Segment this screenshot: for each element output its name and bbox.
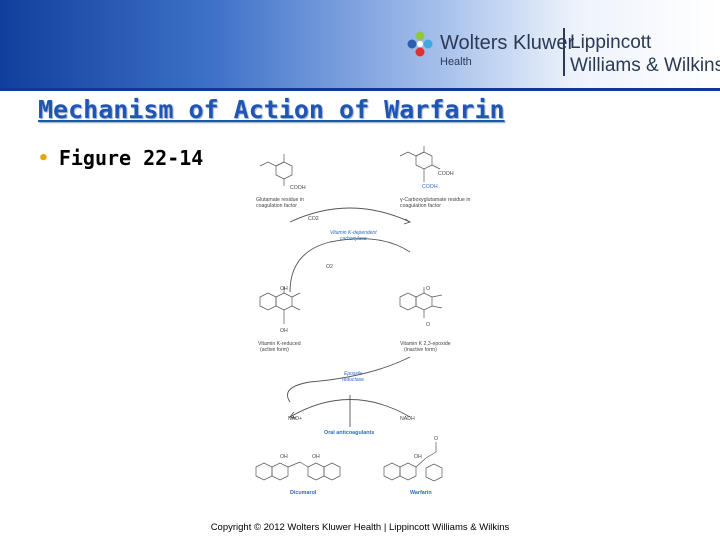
nad-label: NAD+ bbox=[288, 416, 302, 422]
cooh-label-left: COOH bbox=[290, 185, 306, 191]
vk-reduced-ring-b bbox=[275, 292, 293, 311]
logo-separator bbox=[563, 28, 565, 76]
dicumarol-oh-left: OH bbox=[280, 454, 288, 460]
o2-label: O2 bbox=[326, 264, 333, 270]
carboxylase-label-1: Vitamin K-dependent bbox=[330, 230, 377, 236]
carboxyglutamate-ring bbox=[415, 151, 433, 170]
vk-epoxide-o-top: O bbox=[426, 286, 430, 292]
logo-imprint-line1: Lippincott bbox=[570, 32, 652, 53]
vk-reduced-label-1: Vitamin K-reduced bbox=[258, 341, 301, 347]
co2-label: CO2 bbox=[308, 216, 319, 222]
figure-diagram: COOH COOH COOH Glutamate residue in coag… bbox=[255, 146, 470, 496]
arrowhead-2 bbox=[289, 411, 297, 419]
carboxylase-label-2: carboxylase bbox=[340, 236, 367, 242]
dicumarol-label: Dicumarol bbox=[290, 490, 317, 496]
warfarin-oh: OH bbox=[414, 454, 422, 460]
dicumarol-oh-right: OH bbox=[312, 454, 320, 460]
cycle-upper-arc bbox=[289, 238, 411, 293]
vk-epoxide-ring-b bbox=[415, 292, 433, 311]
copyright-footer: Copyright © 2012 Wolters Kluwer Health |… bbox=[210, 522, 510, 533]
header-banner bbox=[0, 0, 720, 88]
cooh-label-right-2: COOH bbox=[438, 171, 454, 177]
vk-epoxide-ring-a bbox=[399, 292, 417, 311]
vk-reduced-label-2: (active form) bbox=[260, 347, 289, 353]
carboxyglutamate-label-1: γ-Carboxyglutamate residue in bbox=[400, 197, 470, 203]
warfarin-structure bbox=[383, 442, 443, 482]
carboxylation-arc bbox=[289, 207, 411, 223]
oral-anticoagulants-label: Oral anticoagulants bbox=[324, 430, 374, 436]
glutamate-ring bbox=[275, 161, 293, 180]
vk-epoxide-label-1: Vitamin K 2,3-epoxide bbox=[400, 341, 451, 347]
publisher-logo: Wolters Kluwer Health Lippincott William… bbox=[406, 28, 720, 78]
vk-reduced-oh-bottom: OH bbox=[280, 328, 288, 334]
warfarin-label: Warfarin bbox=[410, 490, 432, 496]
epoxide-reductase-label-2: reductase bbox=[342, 377, 364, 383]
wolters-kluwer-logo-icon bbox=[407, 31, 433, 57]
slide-title: Mechanism of Action of Warfarin bbox=[38, 95, 505, 124]
bullet-item: • Figure 22-14 bbox=[38, 146, 203, 170]
bullet-text: Figure 22-14 bbox=[58, 146, 204, 170]
logo-imprint-line2: Williams & Wilkins bbox=[570, 55, 720, 76]
warfarin-o: O bbox=[434, 436, 438, 442]
epoxide-reductase-label-1: Epoxide bbox=[344, 371, 362, 377]
header-divider bbox=[0, 88, 720, 91]
vk-reduced-oh-top: OH bbox=[280, 286, 288, 292]
reduction-arc bbox=[287, 356, 411, 403]
logo-company-name: Wolters Kluwer bbox=[440, 32, 575, 54]
vk-reduced-ring-a bbox=[259, 292, 277, 311]
cooh-label-right: COOH bbox=[422, 184, 438, 190]
bullet-dot-icon: • bbox=[38, 148, 49, 169]
arrowhead-1 bbox=[403, 218, 412, 225]
warfarin-mechanism-figure: COOH COOH COOH Glutamate residue in coag… bbox=[250, 142, 480, 512]
carboxyglutamate-label-2: coagulation factor bbox=[400, 203, 441, 209]
vk-epoxide-label-2: (inactive form) bbox=[404, 347, 437, 353]
nadh-label: NADH bbox=[400, 416, 415, 422]
dicumarol-structure bbox=[255, 461, 341, 481]
glutamate-label-1: Glutamate residue in bbox=[256, 197, 304, 203]
glutamate-label-2: coagulation factor bbox=[256, 203, 297, 209]
vk-epoxide-o-bottom: O bbox=[426, 322, 430, 328]
logo-division: Health bbox=[440, 56, 472, 68]
